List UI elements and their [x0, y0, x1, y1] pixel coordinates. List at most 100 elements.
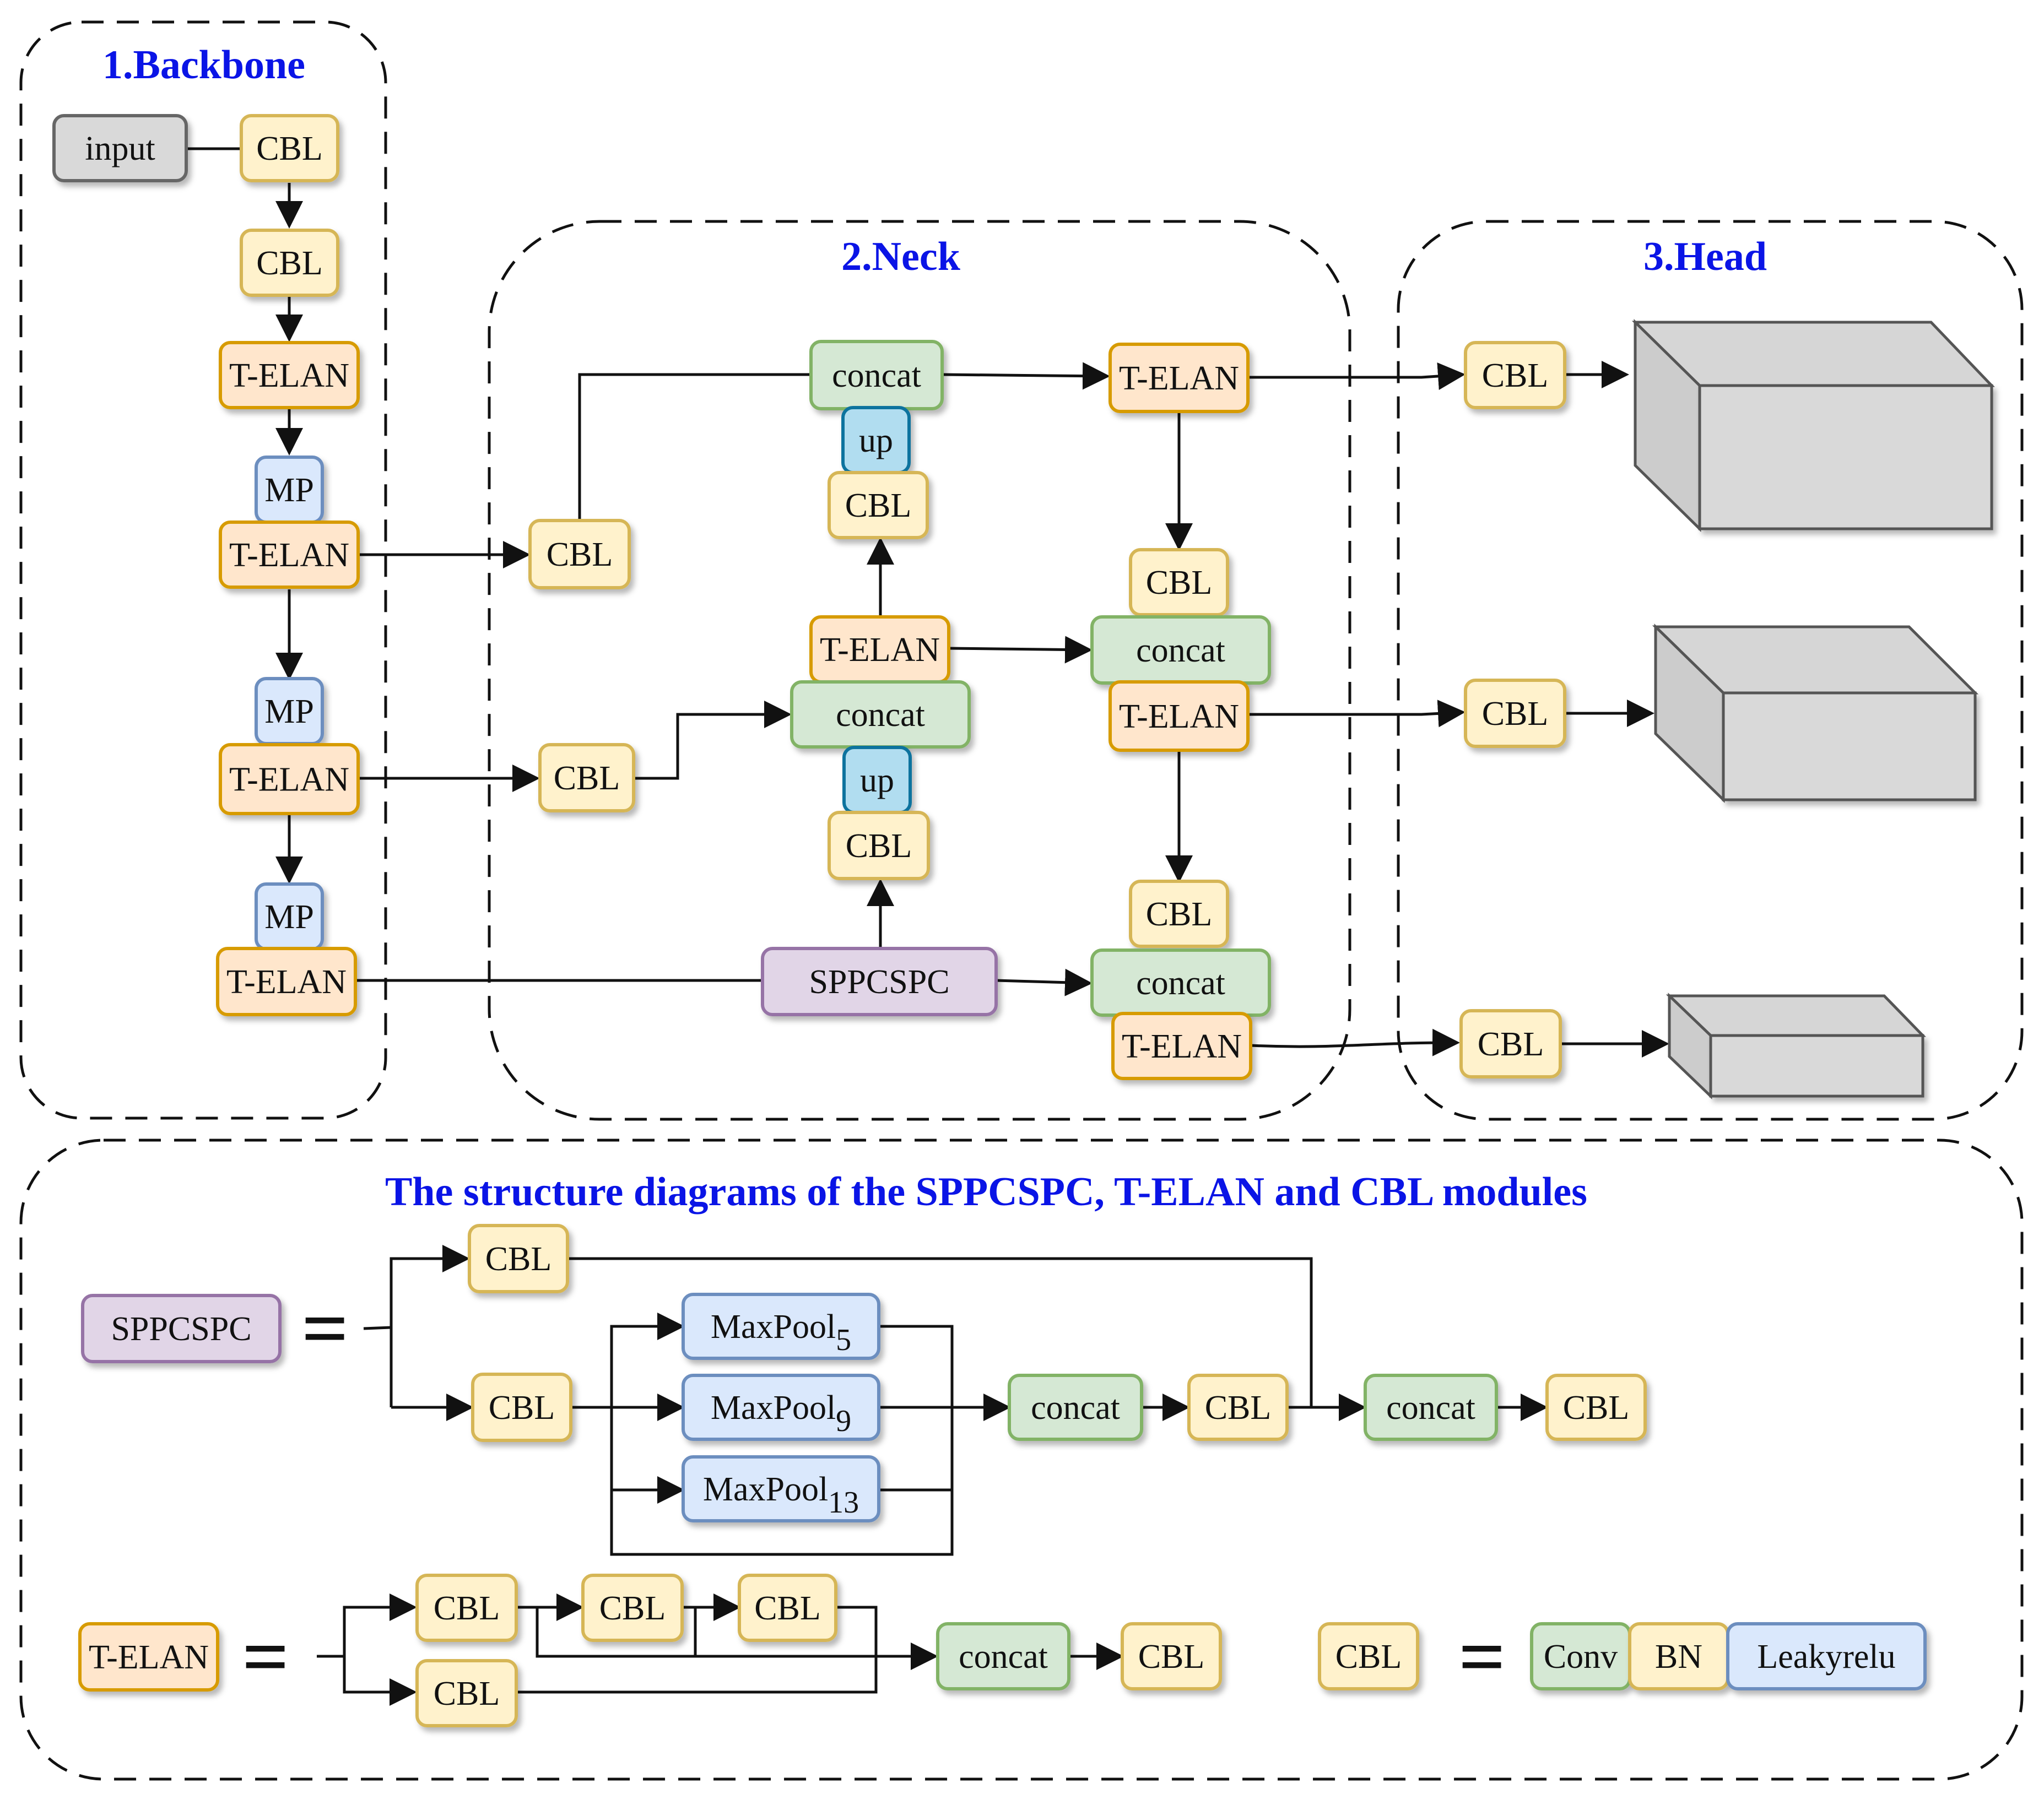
cbl-equals: =: [1458, 1611, 1505, 1703]
backbone-telan-2-shape: [219, 521, 360, 589]
neck-sppcspc: SPPCSPC: [761, 947, 998, 1016]
sppcspc-cbl-top-shape: [468, 1224, 569, 1293]
cbl-leakyrelu-shape: [1726, 1622, 1927, 1690]
backbone-mp-1: MP: [255, 456, 324, 524]
neck-concat-right-1: concat: [1090, 615, 1271, 685]
backbone-mp-2: MP: [255, 677, 324, 745]
telan-concat-shape: [936, 1622, 1070, 1690]
sppcspc-maxpool-9: MaxPool9: [682, 1374, 880, 1441]
telan-def-box: T-ELAN: [78, 1622, 219, 1692]
telan-concat: concat: [936, 1622, 1070, 1690]
backbone-telan-4-shape: [216, 947, 357, 1016]
telan-def-box-label: T-ELAN: [89, 1639, 209, 1676]
neck-cbl-up-mid-label: CBL: [846, 827, 912, 865]
cbl-def-box-label: CBL: [1335, 1638, 1402, 1676]
neck-concat-mid-label: concat: [836, 696, 925, 734]
neck-cbl-left-mid: CBL: [538, 743, 635, 812]
cbl-conv: Conv: [1530, 1622, 1631, 1690]
telan-cbl-4: CBL: [415, 1659, 518, 1727]
neck-telan-top-right-label: T-ELAN: [1119, 360, 1239, 397]
telan-cbl-3-label: CBL: [754, 1590, 821, 1627]
telan-cbl-4-label: CBL: [434, 1675, 500, 1712]
sppcspc-cbl-top-label: CBL: [485, 1240, 552, 1278]
neck-cbl-left-top-shape: [528, 519, 631, 589]
neck-cbl-right-1: CBL: [1129, 548, 1229, 616]
head-cbl-2-label: CBL: [1482, 695, 1549, 733]
head-cbl-2: CBL: [1464, 679, 1566, 748]
neck-cbl-left-top-label: CBL: [547, 536, 613, 573]
telan-cbl-2-label: CBL: [599, 1590, 666, 1627]
head-cbl-1-shape: [1464, 341, 1566, 409]
neck-up-top: up: [841, 406, 911, 474]
sppcspc-maxpool-9-subscript: 9: [836, 1404, 851, 1438]
connections: [187, 135, 1669, 1706]
backbone-cbl-2-label: CBL: [256, 245, 323, 282]
neck-concat-top: concat: [809, 340, 944, 410]
backbone-frame: [19, 20, 387, 1120]
telan-cbl-3: CBL: [738, 1574, 837, 1642]
backbone-input-box-label: input: [85, 130, 155, 167]
neck-cbl-right-2-shape: [1129, 880, 1229, 948]
neck-concat-mid: concat: [790, 680, 971, 749]
cbl-bn-label: BN: [1655, 1638, 1702, 1676]
sppcspc-cbl-top: CBL: [468, 1224, 569, 1293]
backbone-cbl-2: CBL: [240, 229, 339, 297]
neck-concat-right-2-label: concat: [1136, 964, 1225, 1002]
cbl-def-box: CBL: [1318, 1622, 1419, 1690]
backbone-cbl-1-shape: [240, 114, 339, 182]
head-cbl-1: CBL: [1464, 341, 1566, 409]
neck-telan-mid: T-ELAN: [809, 615, 950, 684]
neck-telan-right-2-label: T-ELAN: [1119, 698, 1239, 735]
cbl-def-box-shape: [1318, 1622, 1419, 1690]
sppcspc-maxpool-5: MaxPool5: [682, 1293, 880, 1360]
neck-cbl-up-top-shape: [828, 471, 929, 539]
head-title: 3.Head: [1643, 234, 1767, 279]
head-cbl-3-label: CBL: [1478, 1026, 1544, 1063]
neck-cbl-right-1-label: CBL: [1146, 564, 1213, 601]
backbone-input-box: input: [52, 114, 188, 182]
neck-concat-right-1-label: concat: [1136, 632, 1225, 669]
sppcspc-cbl-after-concat-shape: [1187, 1374, 1289, 1441]
neck-sppcspc-label: SPPCSPC: [809, 963, 949, 1001]
neck-sppcspc-shape: [761, 947, 998, 1016]
sppcspc-maxpool-5-subscript: 5: [836, 1323, 851, 1357]
sppcspc-maxpool-13-shape: [682, 1455, 880, 1522]
backbone-telan-1: T-ELAN: [219, 341, 360, 409]
sppcspc-cbl-out-label: CBL: [1563, 1389, 1630, 1427]
neck-up-mid: up: [842, 746, 912, 814]
telan-cbl-out-shape: [1121, 1622, 1222, 1690]
neck-cbl-right-2: CBL: [1129, 880, 1229, 948]
neck-concat-top-label: concat: [832, 357, 921, 394]
modules-title: The structure diagrams of the SPPCSPC, T…: [385, 1169, 1587, 1215]
head-cbl-1-label: CBL: [1482, 357, 1549, 394]
neck-concat-right-2: concat: [1090, 948, 1271, 1017]
neck-telan-right-2-shape: [1108, 680, 1250, 752]
sppcspc-concat-2: concat: [1364, 1374, 1498, 1441]
backbone-telan-3-shape: [219, 743, 360, 815]
backbone-mp-2-label: MP: [264, 693, 314, 730]
backbone-input-box-shape: [52, 114, 188, 182]
sppcspc-concat-1-shape: [1008, 1374, 1143, 1441]
sppcspc-cbl-out-shape: [1545, 1374, 1647, 1441]
sppcspc-maxpool-9-shape: [682, 1374, 880, 1441]
telan-cbl-4-shape: [415, 1659, 518, 1727]
sppcspc-cbl-main-label: CBL: [489, 1389, 555, 1427]
backbone-cbl-1-label: CBL: [256, 130, 323, 167]
neck-telan-right-3-shape: [1111, 1012, 1252, 1080]
sppcspc-cbl-out: CBL: [1545, 1374, 1647, 1441]
cbl-leakyrelu: Leakyrelu: [1726, 1622, 1927, 1690]
sppcspc-maxpool-13: MaxPool13: [682, 1455, 880, 1522]
head-output-medium: [1652, 624, 1979, 803]
neck-cbl-left-mid-label: CBL: [554, 760, 620, 797]
telan-cbl-2: CBL: [581, 1574, 684, 1642]
telan-cbl-out: CBL: [1121, 1622, 1222, 1690]
telan-cbl-3-shape: [738, 1574, 837, 1642]
cbl-bn: BN: [1628, 1622, 1729, 1690]
sppcspc-maxpool-5-shape: [682, 1293, 880, 1360]
neck-telan-top-right-shape: [1108, 343, 1250, 413]
sppcspc-concat-1-label: concat: [1031, 1389, 1120, 1427]
backbone-telan-2: T-ELAN: [219, 521, 360, 589]
cbl-leakyrelu-label: Leakyrelu: [1757, 1638, 1895, 1676]
backbone-cbl-1: CBL: [240, 114, 339, 182]
